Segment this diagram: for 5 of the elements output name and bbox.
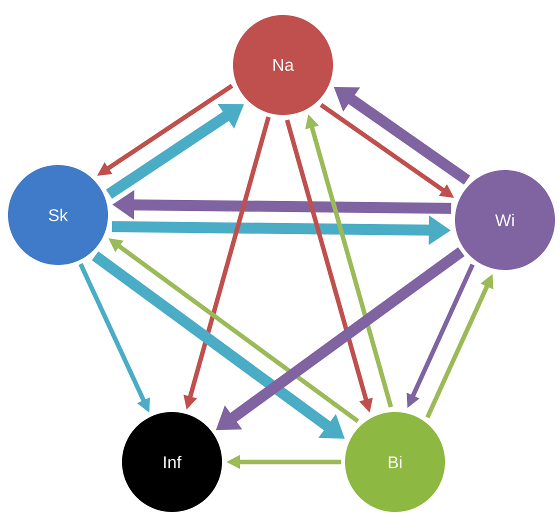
circle-node: Wi bbox=[455, 170, 555, 270]
circle-node: Bi bbox=[345, 412, 445, 512]
circle-node: Na bbox=[233, 15, 333, 115]
circle-node: Sk bbox=[8, 165, 108, 265]
circle-node: Inf bbox=[122, 412, 222, 512]
